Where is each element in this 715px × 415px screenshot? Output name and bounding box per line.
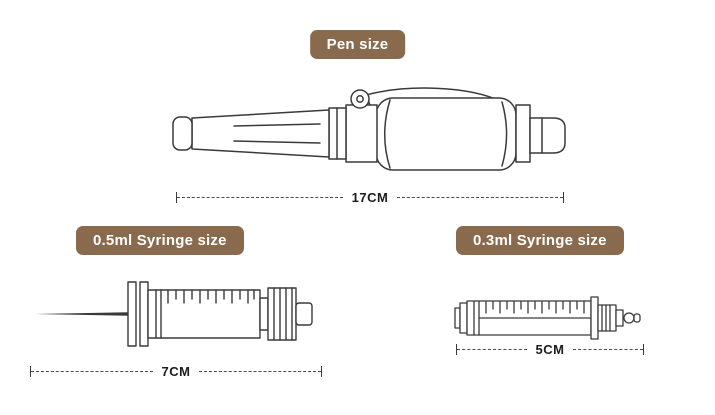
syringe-flange [139,281,149,347]
pen-size-badge-label: Pen size [326,36,389,53]
dimension-line [397,196,563,198]
pen-knob [529,117,566,154]
syringe-03ml-dimension: 5CM [456,341,645,357]
pen-rear-body [375,97,517,171]
pen-size-badge: Pen size [309,30,406,59]
syringe-05ml-badge: 0.5ml Syringe size [76,226,244,255]
hyaluron-pen-illustration [172,87,566,171]
syringe-plunger-end [454,307,461,329]
syringe-flange [590,296,599,340]
syringe-thread-block [597,304,617,332]
syringe-graduations [485,300,585,314]
dimension-tick-left [30,365,31,377]
syringe-05ml-dimension-value: 7CM [161,363,191,379]
dimension-line [573,348,644,350]
syringe-03ml-dimension-value: 5CM [535,341,565,357]
pen-cap-band [515,104,531,163]
dimension-line [457,348,527,350]
dimension-line [177,196,343,198]
dimension-tick-left [176,191,177,203]
dimension-tick-right [321,365,323,377]
syringe-03ml-badge: 0.3ml Syringe size [456,226,624,255]
syringe-03ml-badge-label: 0.3ml Syringe size [473,232,607,249]
syringe-05ml-dimension: 7CM [30,363,323,379]
pen-dimension-value: 17CM [351,189,389,205]
pen-dimension: 17CM [176,189,564,205]
syringe-needle [35,312,128,316]
pen-nozzle-tip [172,116,193,151]
syringe-03ml-illustration [454,296,641,340]
dimension-tick-right [643,343,645,355]
dimension-tick-right [563,191,564,203]
syringe-05ml-illustration [35,281,313,347]
syringe-neck [259,297,269,331]
syringe-graduations [167,289,255,304]
syringe-05ml-badge-label: 0.5ml Syringe size [93,232,227,249]
syringe-tip [295,302,313,326]
dimension-line [31,370,153,372]
syringe-tip [615,309,624,327]
dimension-tick-left [456,343,457,355]
pen-front-barrel [191,109,330,158]
dimension-line [199,370,322,372]
pen-mid-section [345,104,378,163]
syringe-thumb-plate [127,281,137,347]
syringe-barrel [147,289,261,339]
